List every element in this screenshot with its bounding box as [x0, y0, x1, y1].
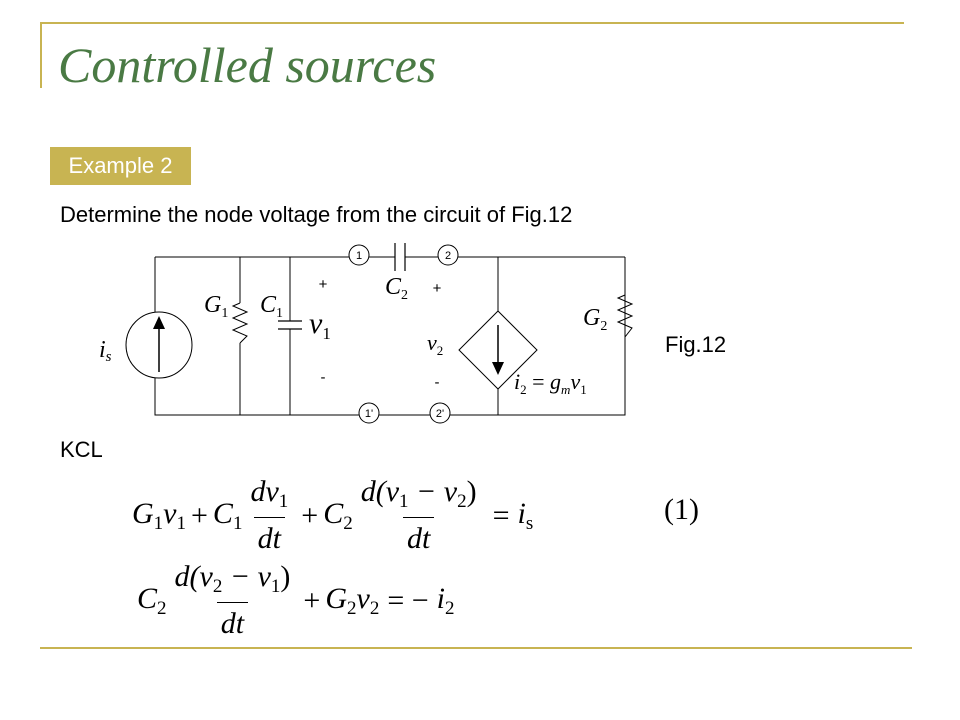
capacitor-c1-symbol: [278, 320, 302, 330]
circuit-diagram: 1 2 1' 2' + - + - is G1 C1 C2 G2 v1 v2 i…: [99, 243, 634, 424]
node-1p-label: 1': [365, 408, 373, 420]
fraction-dv1v2-dt: d(v1 − v2) dt: [360, 475, 477, 555]
source-current-label: is: [99, 337, 112, 365]
g1-label: G1: [204, 292, 228, 321]
resistor-g1-symbol: [231, 302, 249, 344]
g2-label: G2: [583, 305, 607, 334]
v2-minus-sign: -: [435, 374, 440, 391]
node-2p-label: 2': [436, 408, 444, 420]
v1-minus-sign: -: [321, 369, 326, 386]
c2-label: C2: [385, 274, 408, 303]
fraction-dv1-dt: dv1 dt: [250, 475, 289, 555]
fraction-dv2v1-dt: d(v2 − v1) dt: [174, 560, 291, 640]
v1-plus-sign: +: [319, 276, 328, 293]
node-1-label: 1: [356, 250, 362, 262]
frame-bottom-rule: [40, 647, 912, 649]
equation-number: (1): [664, 493, 699, 526]
kcl-label: KCL: [60, 437, 103, 462]
resistor-g2-symbol: [616, 294, 634, 338]
v2-label: v2: [427, 330, 443, 358]
node-2-label: 2: [445, 250, 451, 262]
frame-left-rule: [40, 22, 42, 88]
c1-label: C1: [260, 292, 283, 321]
problem-statement: Determine the node voltage from the circ…: [60, 202, 573, 227]
dependent-source-symbol: [458, 310, 538, 390]
node-markers: [348, 244, 459, 424]
example-badge: Example 2: [50, 147, 191, 185]
v2-plus-sign: +: [433, 280, 442, 297]
figure-label: Fig.12: [665, 332, 727, 357]
dependent-source-equation: i2 = gmv1: [514, 369, 587, 397]
capacitor-c2-symbol: [394, 243, 406, 271]
v1-label: v1: [309, 307, 331, 343]
slide-title: Controlled sources: [58, 37, 437, 93]
current-source-symbol: [125, 311, 193, 379]
frame-top-rule: [40, 22, 904, 24]
kcl-equation-2: C2 d(v2 − v1) dt + G2v2 = − i2: [137, 560, 455, 640]
kcl-equation-1: G1v1 + C1 dv1 dt + C2 d(v1 − v2) dt = is: [132, 475, 534, 555]
